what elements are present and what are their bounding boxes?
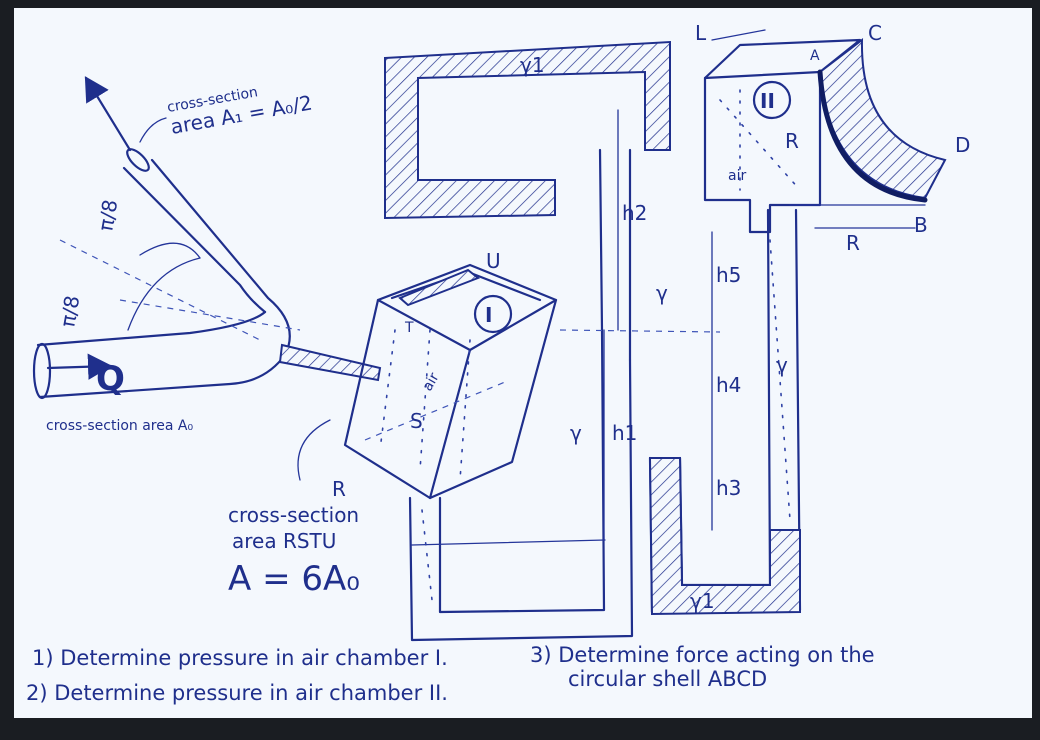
q-label: Q xyxy=(96,359,125,399)
shell-radius-inner-label: R xyxy=(785,129,799,153)
shell-radius-label: R xyxy=(846,231,860,255)
air-one-label: air xyxy=(420,370,443,394)
outlet-jet-arrow xyxy=(84,76,132,152)
point-t-label: T xyxy=(404,320,414,336)
h2-label: h2 xyxy=(622,201,647,225)
h3-label: h3 xyxy=(716,476,741,500)
tilted-tank xyxy=(343,263,558,500)
h4-label: h4 xyxy=(716,373,741,397)
gamma1-bottom-label: γ1 xyxy=(690,589,715,613)
circular-shell-abcd xyxy=(817,69,928,203)
gamma-mid-label: γ xyxy=(656,281,668,305)
h5-label: h5 xyxy=(716,263,741,287)
point-s-label: S xyxy=(410,409,423,433)
rstu-caption-line1: cross-section xyxy=(228,503,359,527)
chamber-two-box xyxy=(703,37,947,234)
lower-u-tube xyxy=(408,148,721,642)
point-l-label: L xyxy=(695,21,707,45)
task-3-line2: circular shell ABCD xyxy=(568,667,767,691)
right-u-tube xyxy=(648,208,802,616)
point-c-label: C xyxy=(868,21,882,45)
point-b-label: B xyxy=(914,213,928,237)
angle-upper-label: π/8 xyxy=(93,198,122,233)
upper-hatched-tube xyxy=(384,40,671,220)
gamma-left-label: γ xyxy=(570,421,582,445)
chamber-two-label: II xyxy=(760,89,775,113)
point-d-label: D xyxy=(955,133,970,157)
rstu-equation: A = 6A₀ xyxy=(228,559,360,599)
point-r-label: R xyxy=(332,477,346,501)
task-3-line1: 3) Determine force acting on the xyxy=(530,643,875,667)
chamber-one-marker xyxy=(473,294,513,334)
chamber-two-marker xyxy=(752,80,792,120)
point-u-label: U xyxy=(486,249,501,273)
a0-caption: cross-section area A₀ xyxy=(46,418,193,434)
h1-label: h1 xyxy=(612,421,637,445)
gamma-right-label: γ xyxy=(776,353,788,377)
bent-pipe xyxy=(32,76,382,400)
chamber-one-label: I xyxy=(485,303,492,327)
point-a-label: A xyxy=(810,48,820,64)
flow-arrow xyxy=(46,353,113,380)
task-2: 2) Determine pressure in air chamber II. xyxy=(26,681,448,705)
air-two-label: air xyxy=(728,168,746,184)
task-1: 1) Determine pressure in air chamber I. xyxy=(32,646,448,670)
rstu-caption-line2: area RSTU xyxy=(232,529,336,553)
gamma1-top-label: γ1 xyxy=(520,53,545,77)
angle-lower-label: π/8 xyxy=(55,294,84,329)
